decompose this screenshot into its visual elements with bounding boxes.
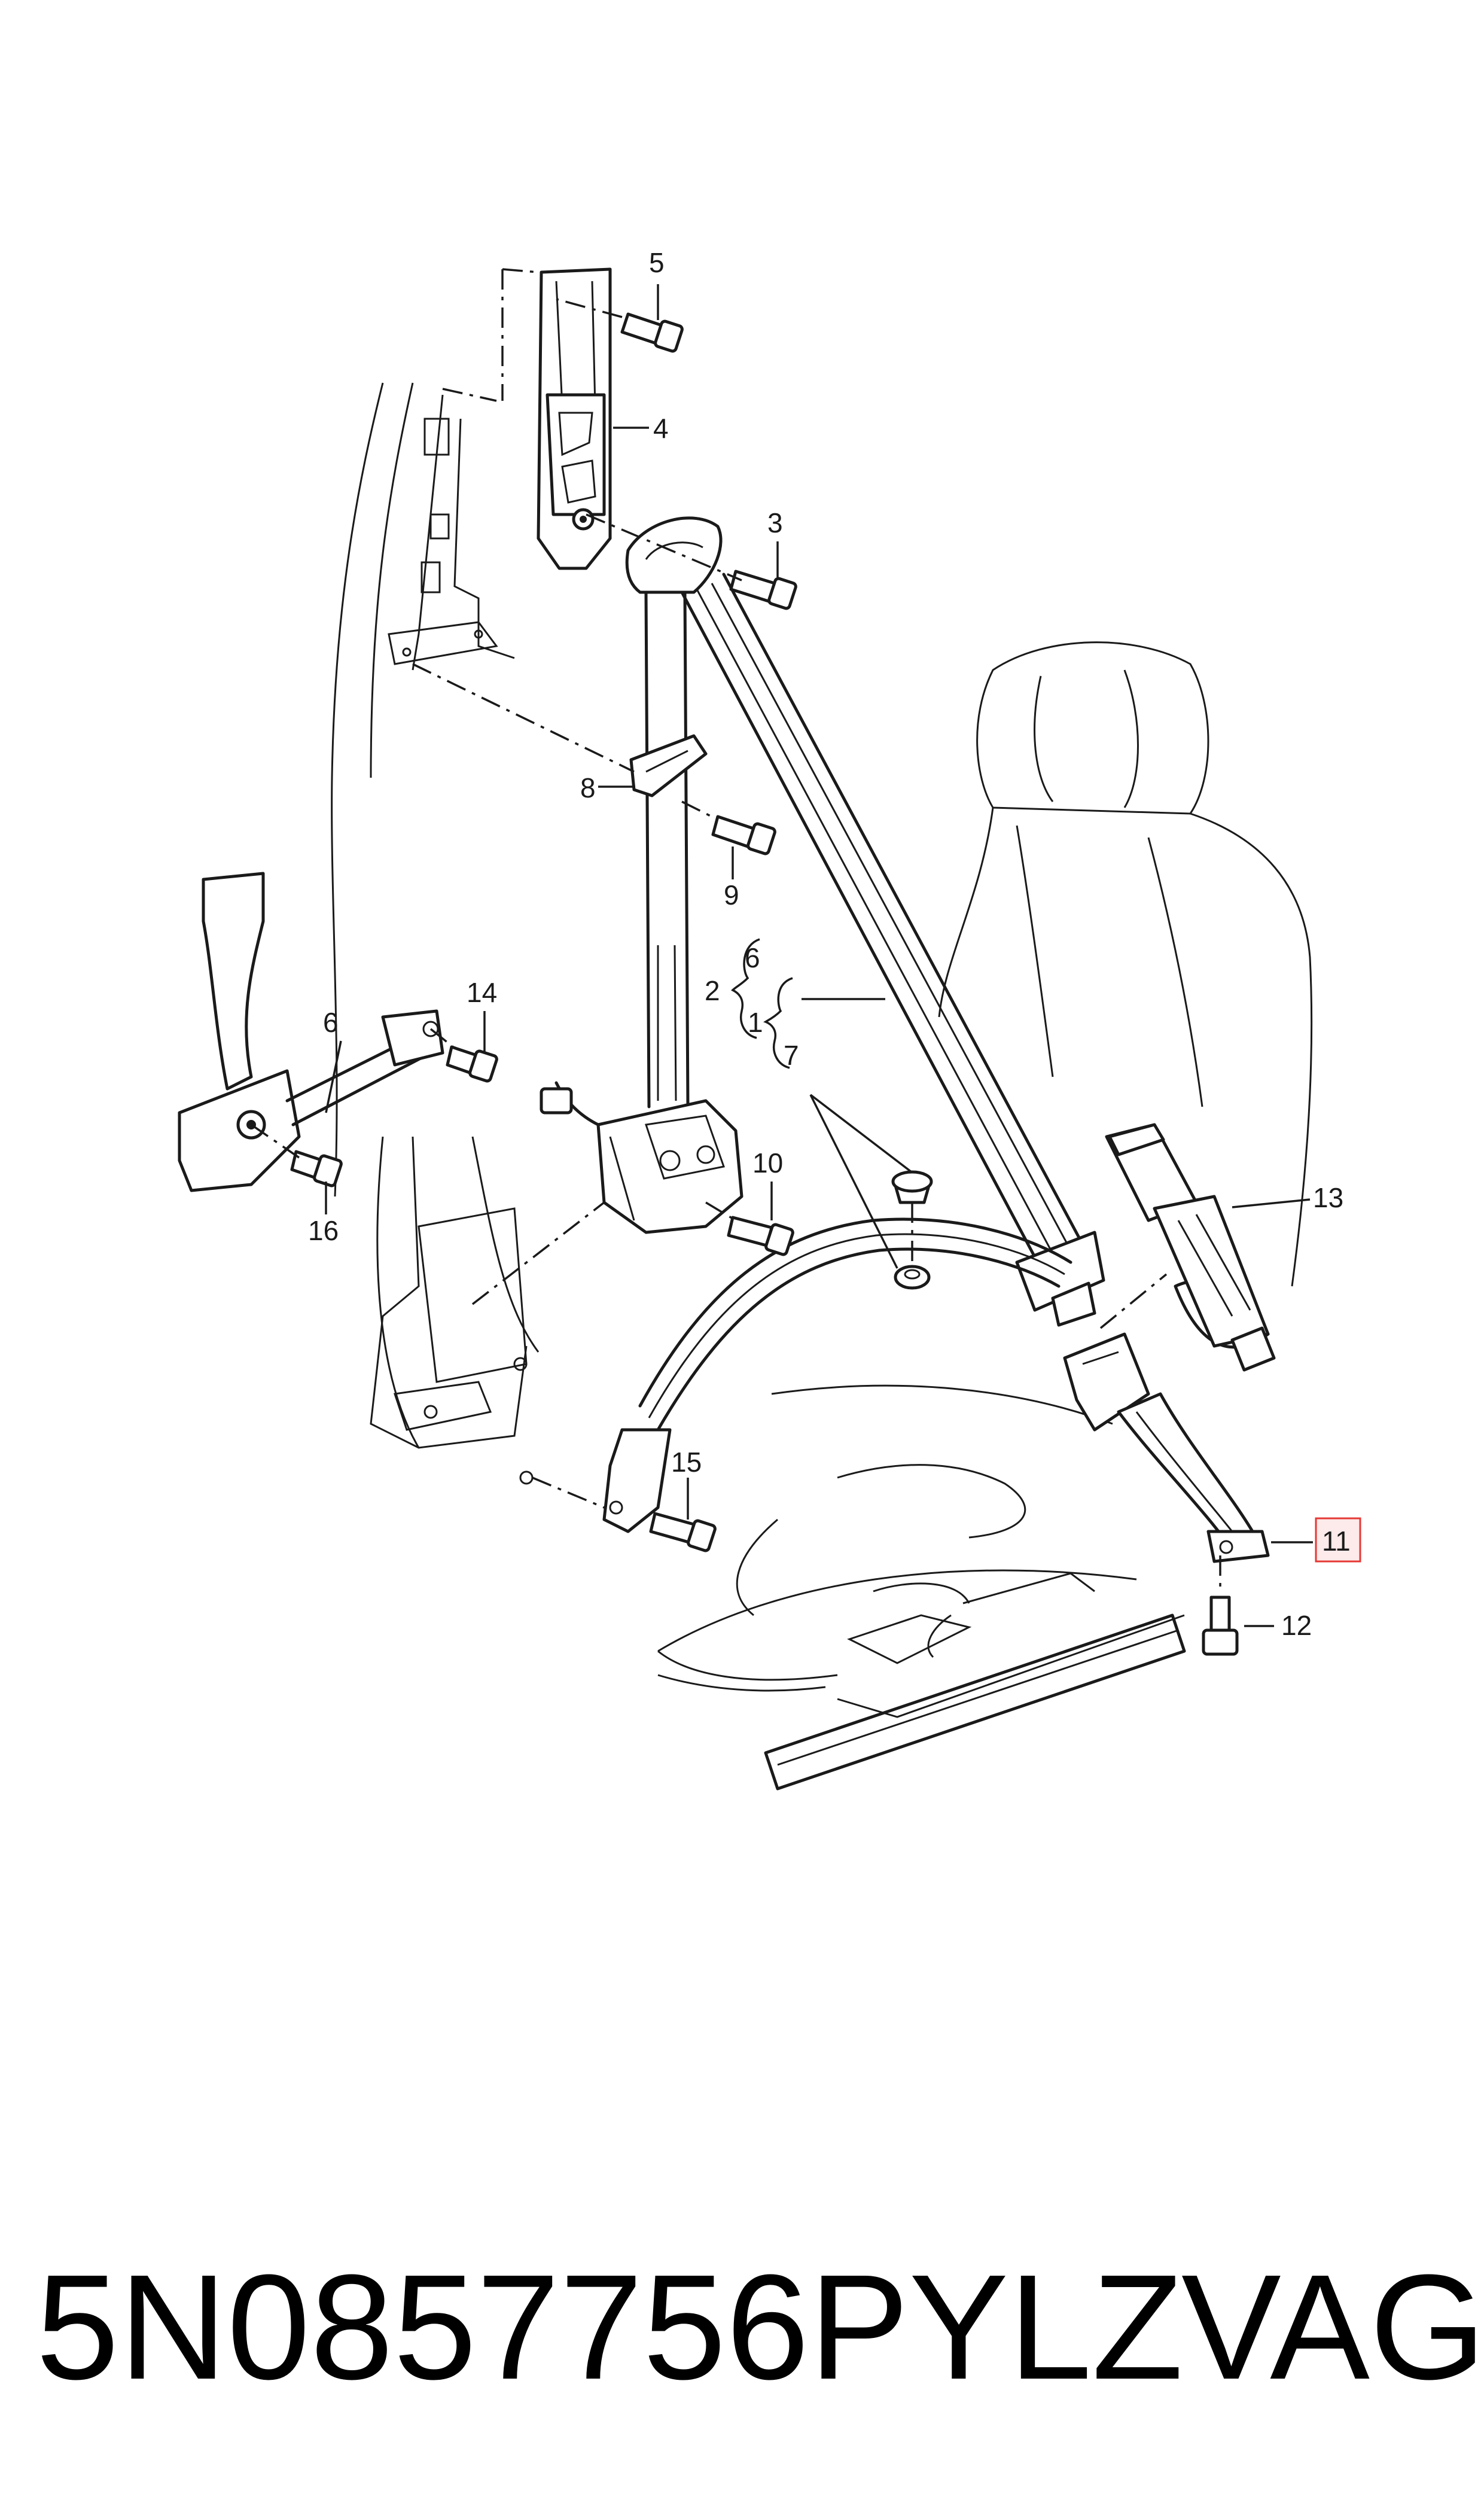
callout-10: 10 bbox=[752, 1147, 783, 1179]
callout-12: 12 bbox=[1281, 1610, 1312, 1641]
seat-belt-buckle bbox=[1063, 1332, 1270, 1563]
seat-cushion-outline bbox=[657, 1384, 1137, 1692]
seat-backrest-outline bbox=[938, 641, 1313, 1287]
bolt-9 bbox=[711, 815, 776, 855]
vertical-belt-webbing bbox=[644, 590, 690, 1109]
installation-lines bbox=[251, 268, 1221, 1591]
callout-6-lower: 6 bbox=[323, 1007, 339, 1038]
bolt-15 bbox=[446, 1045, 498, 1083]
bolt-14 bbox=[649, 1512, 717, 1552]
callout-15: 14 bbox=[467, 977, 497, 1008]
callout-1: 1 bbox=[748, 1007, 763, 1038]
callout-9: 9 bbox=[724, 879, 739, 911]
belt-tongue bbox=[1105, 1123, 1276, 1372]
bolt-10 bbox=[727, 1216, 794, 1256]
bolt-5 bbox=[620, 312, 684, 353]
callout-14: 15 bbox=[671, 1447, 702, 1478]
callout-5: 5 bbox=[649, 247, 665, 278]
lower-pillar-outline bbox=[370, 1136, 540, 1449]
callout-11-highlight bbox=[1315, 1517, 1361, 1563]
bolt-16 bbox=[290, 1150, 343, 1188]
leader-lines bbox=[325, 284, 1313, 1627]
callout-16: 16 bbox=[308, 1215, 339, 1246]
belt-retractor bbox=[540, 1081, 743, 1234]
lap-belt-webbing bbox=[638, 1217, 1072, 1432]
callout-4: 4 bbox=[653, 413, 669, 444]
b-pillar-outline bbox=[331, 382, 515, 1197]
lower-anchor-bracket bbox=[178, 872, 444, 1192]
callout-7: 7 bbox=[784, 1040, 799, 1071]
callout-labels: 5 4 3 8 9 6 2 1 7 14 6 16 10 13 15 11 12 bbox=[308, 247, 1351, 1641]
bolt-3 bbox=[729, 570, 797, 610]
seat-rail bbox=[764, 1572, 1186, 1791]
callout-6-upper: 6 bbox=[745, 942, 760, 973]
height-adjuster-rail bbox=[537, 267, 612, 570]
footer: 5N0857756PYLZ VAG bbox=[0, 2237, 1484, 2417]
brand-name: VAG bbox=[1181, 2243, 1484, 2410]
callout-11: 11 bbox=[1322, 1526, 1351, 1557]
callout-13: 13 bbox=[1313, 1182, 1343, 1213]
bolt-12 bbox=[1202, 1596, 1239, 1656]
cover-cap bbox=[891, 1170, 933, 1290]
upper-belt-guide bbox=[625, 516, 723, 594]
callout-2: 2 bbox=[705, 975, 720, 1006]
callout-3: 3 bbox=[767, 507, 783, 538]
callout-8: 8 bbox=[580, 772, 596, 803]
lap-belt-floor-anchor bbox=[602, 1428, 672, 1533]
part-number: 5N0857756PYLZ bbox=[36, 2243, 1184, 2410]
belt-guide-loop bbox=[629, 734, 708, 797]
